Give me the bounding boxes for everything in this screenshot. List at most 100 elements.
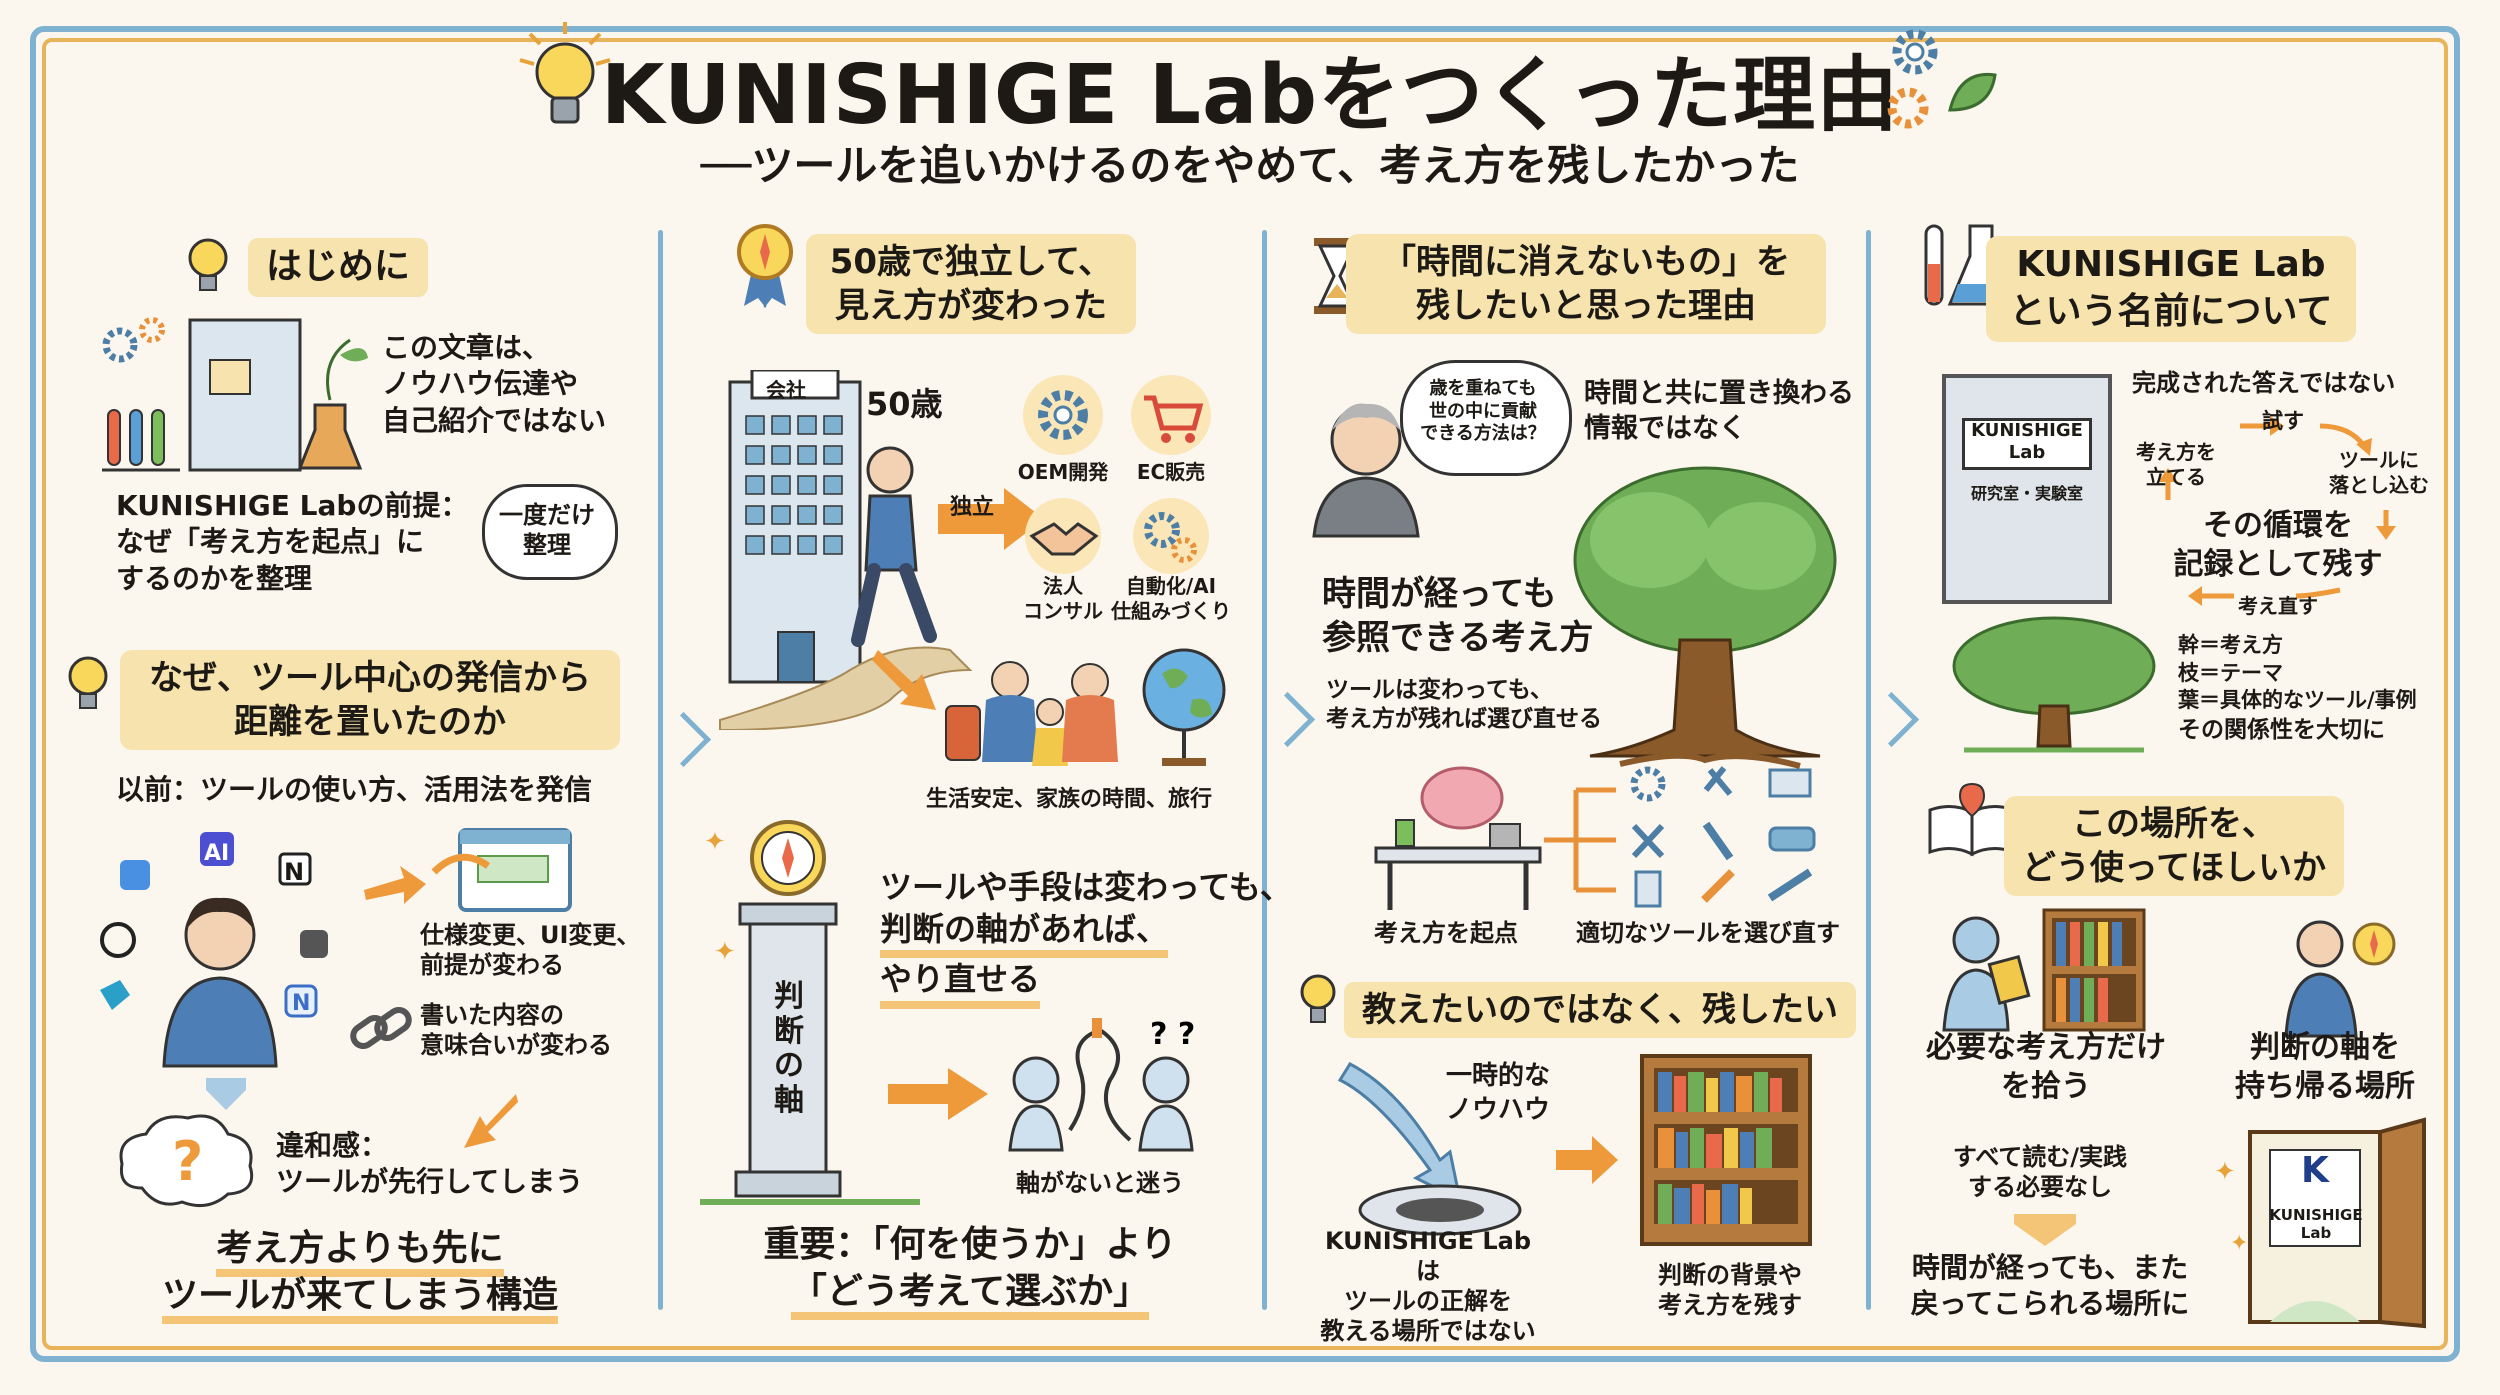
- thought-bubble-text: 一度だけ整理: [499, 501, 595, 559]
- lightbulb-icon: [1300, 974, 1336, 1023]
- person-with-compass-illustration: [2284, 920, 2396, 1038]
- pillar-label: 判断の軸: [774, 979, 804, 1118]
- company-building-illustration: [719, 370, 973, 730]
- intro-text: この文章は、ノウハウ伝達や自己紹介ではない: [382, 331, 607, 437]
- lightbulb-icon: [519, 22, 611, 124]
- svg-text:? ?: ? ?: [1150, 1017, 1195, 1052]
- temp-text: 一時的なノウハウ: [1446, 1061, 1551, 1125]
- cycle-think: 考え方を 立てる: [2136, 440, 2216, 489]
- pick-text: 必要な考え方だけを拾う: [1926, 1030, 2166, 1104]
- service-consulting: 法人 コンサル: [1023, 574, 1103, 623]
- cycle-drop: ツールに 落とし込む: [2329, 448, 2429, 497]
- cycle-arrows: [2158, 416, 2396, 606]
- k-logo-icon: K: [2301, 1150, 2329, 1191]
- company-label: 会社: [766, 378, 806, 402]
- service-ec: EC販売: [1136, 460, 1206, 484]
- service-automation: 自動化/AI 仕組みづくり: [1111, 574, 1231, 623]
- small-tree-icon: [1952, 616, 2156, 753]
- walking-man-illustration: [851, 446, 937, 647]
- arrow-right-icon: [1556, 1136, 1618, 1184]
- cycle-rethink: 考え直す: [2238, 594, 2318, 618]
- noneed-text: すべて読む/実践する必要なし: [1952, 1143, 2128, 1201]
- section-heading-why: なぜ、ツール中心の発信から距離を置いたのか: [120, 650, 620, 751]
- arrow-down-icon: [2014, 1214, 2076, 1246]
- svg-text:✦: ✦: [704, 827, 726, 857]
- gears-icon: [1133, 498, 1209, 574]
- carry-text: 判断の軸を持ち帰る場所: [2235, 1030, 2415, 1104]
- leave-text: 判断の背景や考え方を残す: [1658, 1261, 1802, 1319]
- link-icon: [350, 1006, 412, 1050]
- origin-label: 考え方を起点: [1374, 919, 1518, 947]
- premise-text: KUNISHIGE Labの前提：なぜ「考え方を起点」にするのかを整理: [116, 489, 469, 595]
- lab-door-sub: 研究室・実験室: [1970, 484, 2083, 503]
- arrow-right-icon: [888, 1068, 988, 1120]
- lab-door-illustration: [102, 317, 368, 472]
- divider-3: [1866, 230, 1871, 1310]
- cycle-try: 試す: [2262, 409, 2304, 433]
- drain-illustration: [1337, 1062, 1522, 1236]
- arrow-down-icon: [206, 1078, 246, 1110]
- tree-legend: 幹＝考え方枝＝テーマ葉＝具体的なツール/事例その関係性を大切に: [2178, 633, 2417, 744]
- lightbulb-icon: [68, 656, 108, 709]
- arrow-down-right-icon: [872, 650, 936, 710]
- return-text: 時間が経っても、また戻ってこられる場所に: [1910, 1251, 2190, 1321]
- col1-conclusion: 考え方よりも先にツールが来てしまう構造: [100, 1226, 620, 1324]
- ai-icon: AI: [204, 841, 230, 866]
- lab-door: [1942, 374, 2112, 604]
- medal-compass-icon: [737, 224, 793, 308]
- inner-frame: [42, 38, 2448, 1350]
- thought-bubble: [482, 484, 618, 580]
- reselect-text: ツールは変わっても、考え方が残れば選び直せる: [1326, 677, 1602, 732]
- ref-text: 時間が経っても参照できる考え方: [1322, 574, 1594, 659]
- branch-connector: [1544, 787, 1616, 893]
- choose-label: 適切なツールを選び直す: [1576, 919, 1840, 947]
- svg-text:✦: ✦: [714, 937, 736, 967]
- shopping-cart-icon: [1131, 375, 1211, 455]
- open-door-illustration: ✦ ✦: [2214, 1117, 2426, 1329]
- thought-cloud-text: 歳を重ねても世の中に貢献できる方法は？: [1420, 378, 1546, 444]
- arrow-right-icon: [364, 866, 426, 904]
- n-app-icon: N: [292, 991, 311, 1016]
- page-title: KUNISHIGE Labをつくった理由: [600, 48, 1900, 143]
- reading-person-illustration: [1942, 908, 2146, 1032]
- book-pin-icon: [1928, 782, 2016, 857]
- svg-text:✦: ✦: [2230, 1231, 2248, 1256]
- gear-icon: [1023, 375, 1103, 455]
- tree-illustration: [1573, 466, 1837, 769]
- tools-grid-icon: [1630, 766, 1816, 908]
- service-oem: OEM開発: [1017, 460, 1109, 484]
- not-final-text: 完成された答えではない: [2132, 369, 2396, 397]
- lost-people-illustration: ? ?: [1008, 1017, 1195, 1152]
- divider-2: [1262, 230, 1267, 1310]
- outer-frame: [30, 26, 2460, 1362]
- elderly-man-icon: [1312, 403, 1420, 538]
- thought-cloud: [1400, 360, 1572, 476]
- person-with-tools-illustration: [100, 832, 328, 1068]
- section-heading-intro: はじめに: [248, 238, 429, 297]
- notion-icon: N: [284, 858, 305, 886]
- section-heading-usage: この場所を、どう使ってほしいか: [2004, 796, 2344, 897]
- change-text-1: 仕様変更、UI変更、前提が変わる: [420, 921, 641, 979]
- lab-door-sign: [1962, 418, 2092, 470]
- age-label: 50歳: [866, 385, 943, 423]
- section-heading-leave: 教えたいのではなく、残したい: [1344, 982, 1856, 1039]
- lightbulb-icon: [188, 238, 228, 291]
- page-subtitle: ──ツールを追いかけるのをやめて、考え方を残したかった: [700, 141, 1800, 190]
- section-heading-timeless: 「時間に消えないもの」を残したいと思った理由: [1346, 234, 1826, 335]
- svg-text:?: ?: [172, 1130, 203, 1193]
- lost-text: 軸がないと迷う: [1016, 1169, 1184, 1197]
- arrow-right-icon: [938, 488, 1044, 550]
- cycle-center: その循環を記録として残す: [2173, 508, 2383, 582]
- arrow-down-left-icon: [464, 1094, 518, 1148]
- brain-desk-illustration: [1374, 766, 1542, 910]
- change-text-2: 書いた内容の意味合いが変わる: [420, 1001, 612, 1059]
- handshake-icon: [1025, 498, 1101, 574]
- independent-label: 独立: [950, 495, 995, 520]
- pillar-compass-illustration: ✦ ✦: [700, 820, 920, 1205]
- section-heading-age50: 50歳で独立して、見え方が変わった: [806, 234, 1136, 335]
- gear-leaf-icon: [1887, 29, 1997, 129]
- axis-text: ツールや手段は変わっても、判断の軸があれば、やり直せる: [880, 866, 1292, 1009]
